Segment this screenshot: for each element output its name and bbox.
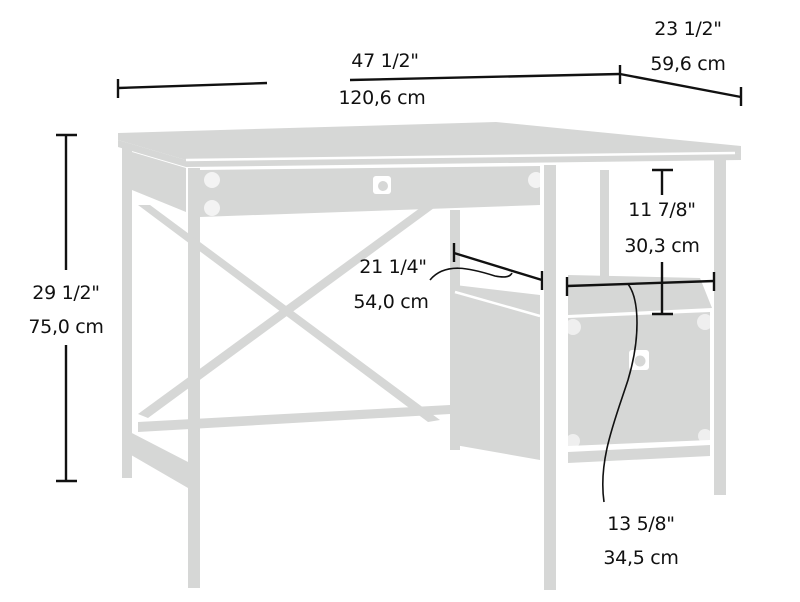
shelf-height-metric-label: 30,3 cm: [624, 235, 700, 257]
shelf-width-dimension-line: [565, 272, 716, 503]
dimension-lines: [56, 65, 743, 503]
height-dimension-line: [56, 133, 77, 483]
shelf-height-dimension-line: [652, 168, 673, 316]
depth-metric-label: 59,6 cm: [650, 53, 726, 75]
kneespace-imperial-label: 21 1/4": [359, 256, 427, 278]
height-metric-label: 75,0 cm: [28, 316, 104, 338]
width-metric-label: 120,6 cm: [338, 87, 426, 109]
width-imperial-label: 47 1/2": [351, 50, 419, 72]
cabinet-front: [568, 312, 710, 446]
drawer-front: [200, 166, 540, 217]
desk-illustration: [118, 122, 741, 590]
desktop-surface: [118, 122, 741, 160]
leg-front-middle: [544, 165, 556, 590]
leg-back-left: [122, 148, 132, 478]
desktop-side-edge: [118, 140, 186, 167]
leg-front-right: [714, 160, 726, 495]
shelf-height-imperial-label: 11 7/8": [628, 199, 696, 221]
cabinet-bottom-rail: [568, 445, 710, 463]
leg-back-right: [600, 170, 609, 290]
depth-dimension-line: [619, 72, 743, 106]
stretcher-back: [138, 405, 450, 432]
stretcher-side-left: [128, 435, 188, 478]
shelf-width-metric-label: 34,5 cm: [603, 547, 679, 569]
drawer-pull-icon: [373, 176, 391, 194]
shelf-width-imperial-label: 13 5/8": [607, 513, 675, 535]
apron-left: [132, 152, 186, 212]
depth-imperial-label: 23 1/2": [654, 18, 722, 40]
x-brace-b: [138, 208, 434, 418]
height-imperial-label: 29 1/2": [32, 282, 100, 304]
kneespace-dimension-line: [429, 243, 544, 290]
kneespace-metric-label: 54,0 cm: [353, 291, 429, 313]
cabinet-side: [455, 285, 540, 460]
desktop-front-edge: [186, 153, 741, 167]
